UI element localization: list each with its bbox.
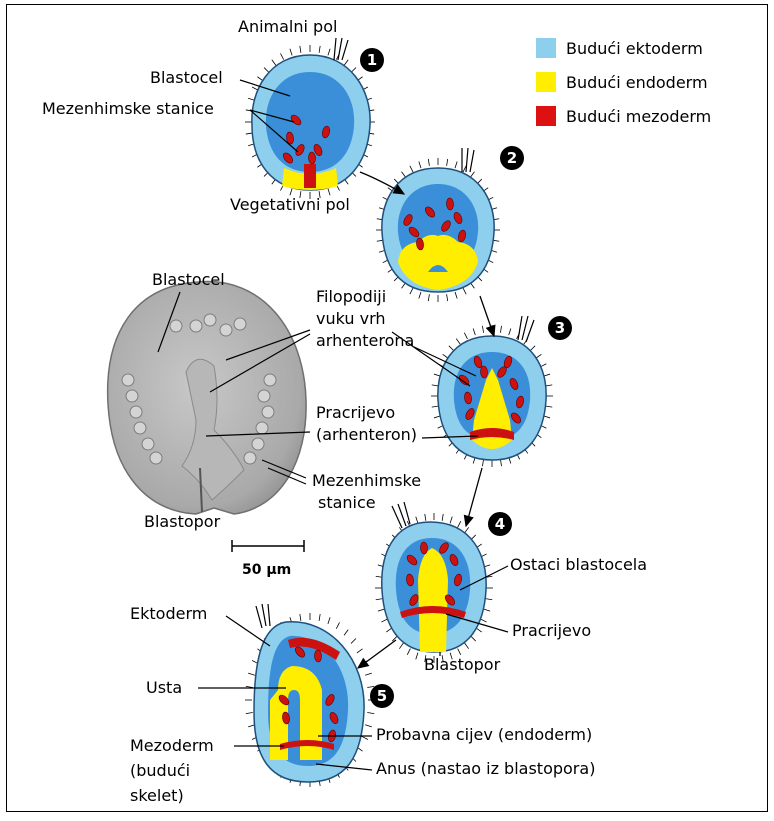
frame-border <box>6 4 768 812</box>
